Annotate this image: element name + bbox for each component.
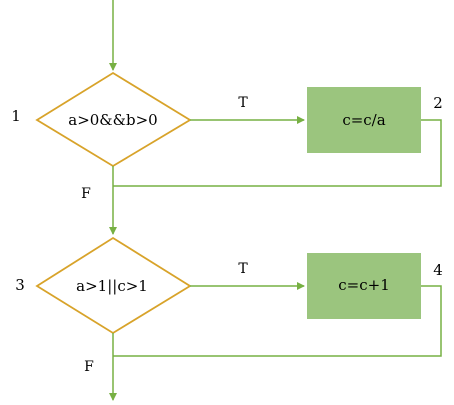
process-2-statement: c=c/a (342, 111, 385, 129)
decision-3-true-label: T (238, 261, 248, 277)
decision-1-number: 1 (11, 107, 21, 125)
process-2-return-line (113, 119, 442, 187)
decision-1-true-label: T (238, 95, 248, 111)
process-4-return-line (113, 285, 442, 357)
decision-1-false-label: F (81, 186, 91, 202)
decision-1-condition: a>0&&b>0 (68, 111, 157, 129)
decision-3-false-label: F (84, 359, 94, 375)
decision-3-condition: a>1||c>1 (76, 277, 148, 295)
process-4-statement: c=c+1 (338, 276, 389, 294)
process-2-box (307, 87, 421, 153)
process-4-box (307, 253, 421, 319)
decision-3-number: 3 (15, 276, 25, 294)
process-4-number: 4 (433, 261, 443, 279)
process-2-number: 2 (433, 94, 443, 112)
